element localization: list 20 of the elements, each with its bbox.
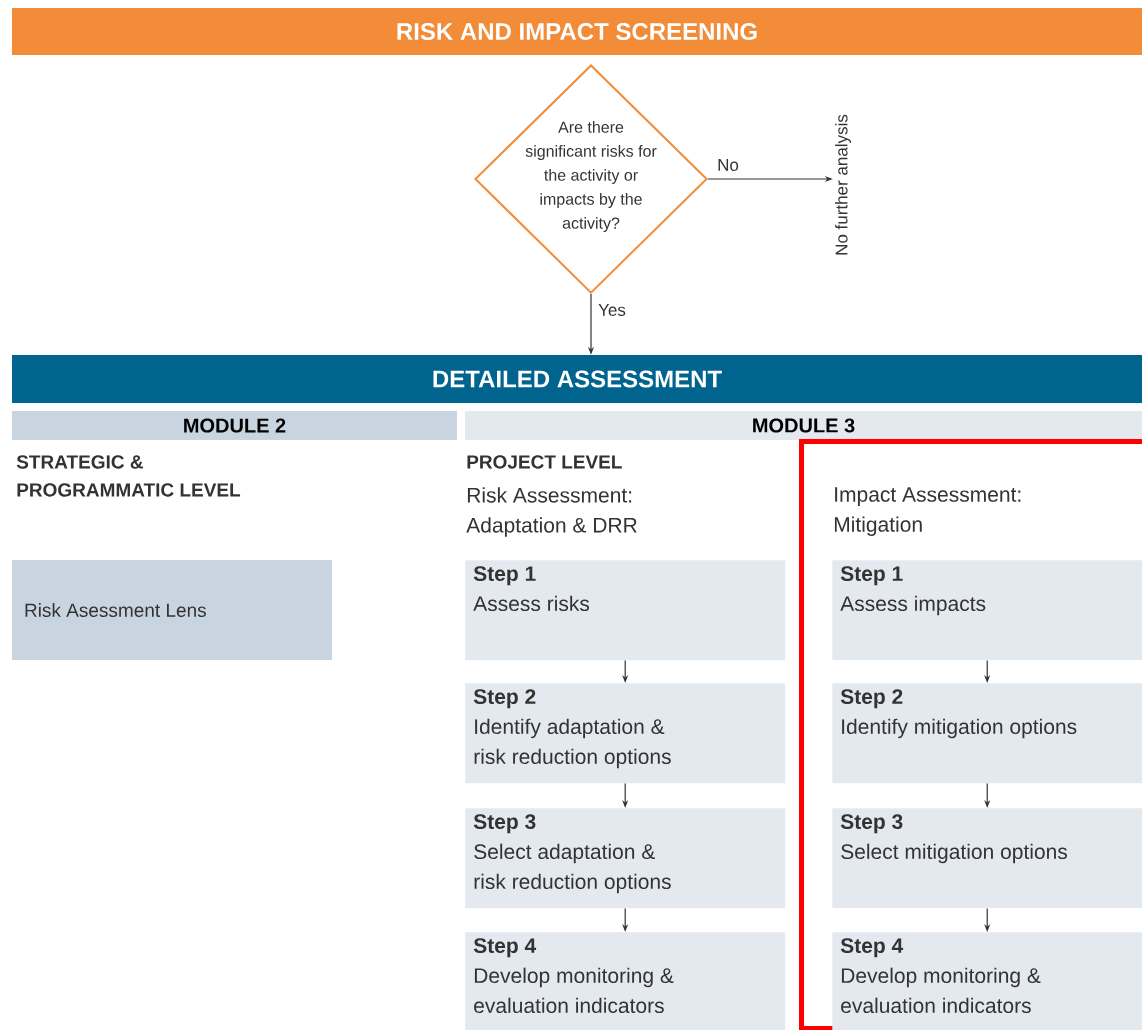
- step-box: Step 1 Assess impacts: [832, 560, 1142, 661]
- level-heading: PROJECT LEVEL: [467, 455, 622, 469]
- edge-label: Yes: [597, 303, 627, 317]
- assessment-heading: Impact Assessment: Mitigation: [834, 487, 1021, 536]
- step-box: Step 1 Assess risks: [465, 560, 786, 661]
- step-box: Step 3 Select mitigation options: [832, 808, 1142, 909]
- lens-box: Risk Asessment Lens: [12, 560, 332, 660]
- module-header: MODULE 3: [465, 411, 1142, 440]
- edge-label: No: [716, 158, 740, 172]
- title-banner: RISK AND IMPACT SCREENING: [12, 8, 1142, 55]
- module-header: MODULE 2: [12, 411, 457, 440]
- step-box: Step 2 Identify mitigation options: [832, 683, 1142, 784]
- assessment-heading: Risk Assessment: Adaptation & DRR: [466, 487, 637, 537]
- step-box: Step 4 Develop monitoring & evaluation indicators: [832, 932, 1142, 1030]
- outcome-text: No further analysis: [835, 114, 851, 255]
- level-heading: STRATEGIC & PROGRAMMATIC LEVEL: [16, 455, 241, 497]
- step-box: Step 2 Identify adaptation & risk reduction options: [465, 683, 786, 784]
- banner: DETAILED ASSESSMENT: [12, 355, 1142, 403]
- step-box: Step 3 Select adaptation & risk reduction options: [465, 808, 786, 909]
- step-box: Step 4 Develop monitoring & evaluation indicators: [465, 932, 786, 1030]
